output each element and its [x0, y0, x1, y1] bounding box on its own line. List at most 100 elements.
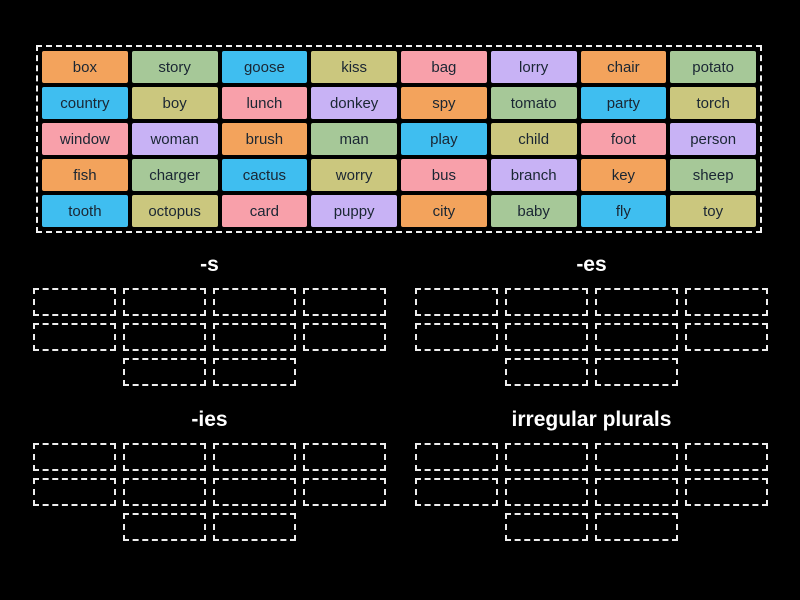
word-tile-foot[interactable]: foot: [580, 123, 667, 155]
word-tile-kiss[interactable]: kiss: [311, 51, 397, 83]
drop-slot[interactable]: [123, 478, 206, 506]
word-tile-card[interactable]: card: [221, 195, 308, 227]
word-tile-charger[interactable]: charger: [131, 159, 218, 191]
word-tile-lunch[interactable]: lunch: [221, 87, 308, 119]
word-tile-man[interactable]: man: [311, 123, 397, 155]
drop-slot[interactable]: [595, 443, 678, 471]
word-tile-country[interactable]: country: [42, 87, 128, 119]
slot-row: [33, 358, 386, 386]
drop-slot[interactable]: [303, 323, 386, 351]
drop-slot[interactable]: [123, 513, 206, 541]
drop-slot[interactable]: [123, 358, 206, 386]
group-title-s: -s: [200, 253, 219, 276]
word-tile-city[interactable]: city: [401, 195, 487, 227]
slot-row: [33, 513, 386, 541]
drop-slot[interactable]: [123, 443, 206, 471]
word-tile-potato[interactable]: potato: [670, 51, 756, 83]
drop-slot[interactable]: [213, 443, 296, 471]
word-tile-story[interactable]: story: [131, 51, 218, 83]
word-tile-torch[interactable]: torch: [670, 87, 756, 119]
drop-slot[interactable]: [505, 443, 588, 471]
drop-slot[interactable]: [213, 358, 296, 386]
word-tile-baby[interactable]: baby: [490, 195, 577, 227]
word-tile-chair[interactable]: chair: [580, 51, 667, 83]
slot-row: [415, 478, 768, 506]
word-tile-donkey[interactable]: donkey: [311, 87, 397, 119]
drop-slot[interactable]: [123, 323, 206, 351]
drop-slot[interactable]: [595, 288, 678, 316]
word-tile-window[interactable]: window: [42, 123, 128, 155]
slot-row: [415, 513, 768, 541]
drop-slot[interactable]: [415, 478, 498, 506]
drop-slot[interactable]: [595, 323, 678, 351]
drop-slot[interactable]: [685, 478, 768, 506]
word-tile-box[interactable]: box: [42, 51, 128, 83]
word-tile-boy[interactable]: boy: [131, 87, 218, 119]
drop-slot[interactable]: [213, 513, 296, 541]
word-tile-key[interactable]: key: [580, 159, 667, 191]
drop-slot[interactable]: [303, 478, 386, 506]
drop-slot[interactable]: [415, 323, 498, 351]
word-tile-party[interactable]: party: [580, 87, 667, 119]
word-tile-fish[interactable]: fish: [42, 159, 128, 191]
drop-slot[interactable]: [303, 443, 386, 471]
word-tile-goose[interactable]: goose: [221, 51, 308, 83]
word-tile-octopus[interactable]: octopus: [131, 195, 218, 227]
drop-slot[interactable]: [505, 323, 588, 351]
slot-row: [33, 323, 386, 351]
word-tile-woman[interactable]: woman: [131, 123, 218, 155]
word-tile-branch[interactable]: branch: [490, 159, 577, 191]
word-tile-bag[interactable]: bag: [401, 51, 487, 83]
drop-slot[interactable]: [33, 288, 116, 316]
drop-slot[interactable]: [595, 478, 678, 506]
slot-row: [33, 288, 386, 316]
group-es-slots: [415, 288, 768, 386]
drop-slot[interactable]: [213, 478, 296, 506]
drop-slot[interactable]: [33, 478, 116, 506]
word-tile-spy[interactable]: spy: [401, 87, 487, 119]
word-tile-worry[interactable]: worry: [311, 159, 397, 191]
slot-row: [415, 288, 768, 316]
word-tile-brush[interactable]: brush: [221, 123, 308, 155]
drop-slot[interactable]: [505, 513, 588, 541]
drop-slot[interactable]: [595, 358, 678, 386]
drop-slot[interactable]: [33, 443, 116, 471]
group-title-irregular-plurals: irregular plurals: [511, 408, 672, 431]
drop-slot[interactable]: [595, 513, 678, 541]
slot-row: [33, 443, 386, 471]
slot-row: [415, 323, 768, 351]
word-tile-puppy[interactable]: puppy: [311, 195, 397, 227]
drop-slot[interactable]: [685, 288, 768, 316]
word-tile-tomato[interactable]: tomato: [490, 87, 577, 119]
word-tile-sheep[interactable]: sheep: [670, 159, 756, 191]
drop-slot[interactable]: [33, 323, 116, 351]
word-tile-play[interactable]: play: [401, 123, 487, 155]
group-s: -s: [33, 250, 386, 386]
drop-slot[interactable]: [415, 288, 498, 316]
group-es: -es: [415, 250, 768, 386]
drop-slot[interactable]: [303, 288, 386, 316]
word-tile-bus[interactable]: bus: [401, 159, 487, 191]
word-tile-fly[interactable]: fly: [580, 195, 667, 227]
drop-slot[interactable]: [213, 323, 296, 351]
word-tile-toy[interactable]: toy: [670, 195, 756, 227]
word-tile-lorry[interactable]: lorry: [490, 51, 577, 83]
group-irregular-plurals-slots: [415, 443, 768, 541]
slot-row: [415, 358, 768, 386]
word-tile-person[interactable]: person: [670, 123, 756, 155]
group-ies-slots: [33, 443, 386, 541]
word-tile-cactus[interactable]: cactus: [221, 159, 308, 191]
drop-slot[interactable]: [213, 288, 296, 316]
group-title-ies: -ies: [191, 408, 228, 431]
drop-slot[interactable]: [123, 288, 206, 316]
word-tile-tooth[interactable]: tooth: [42, 195, 128, 227]
drop-slot[interactable]: [685, 323, 768, 351]
drop-slot[interactable]: [415, 443, 498, 471]
word-tile-child[interactable]: child: [490, 123, 577, 155]
drop-slot[interactable]: [505, 358, 588, 386]
drop-slot[interactable]: [685, 443, 768, 471]
drop-slot[interactable]: [505, 288, 588, 316]
drop-slot[interactable]: [505, 478, 588, 506]
